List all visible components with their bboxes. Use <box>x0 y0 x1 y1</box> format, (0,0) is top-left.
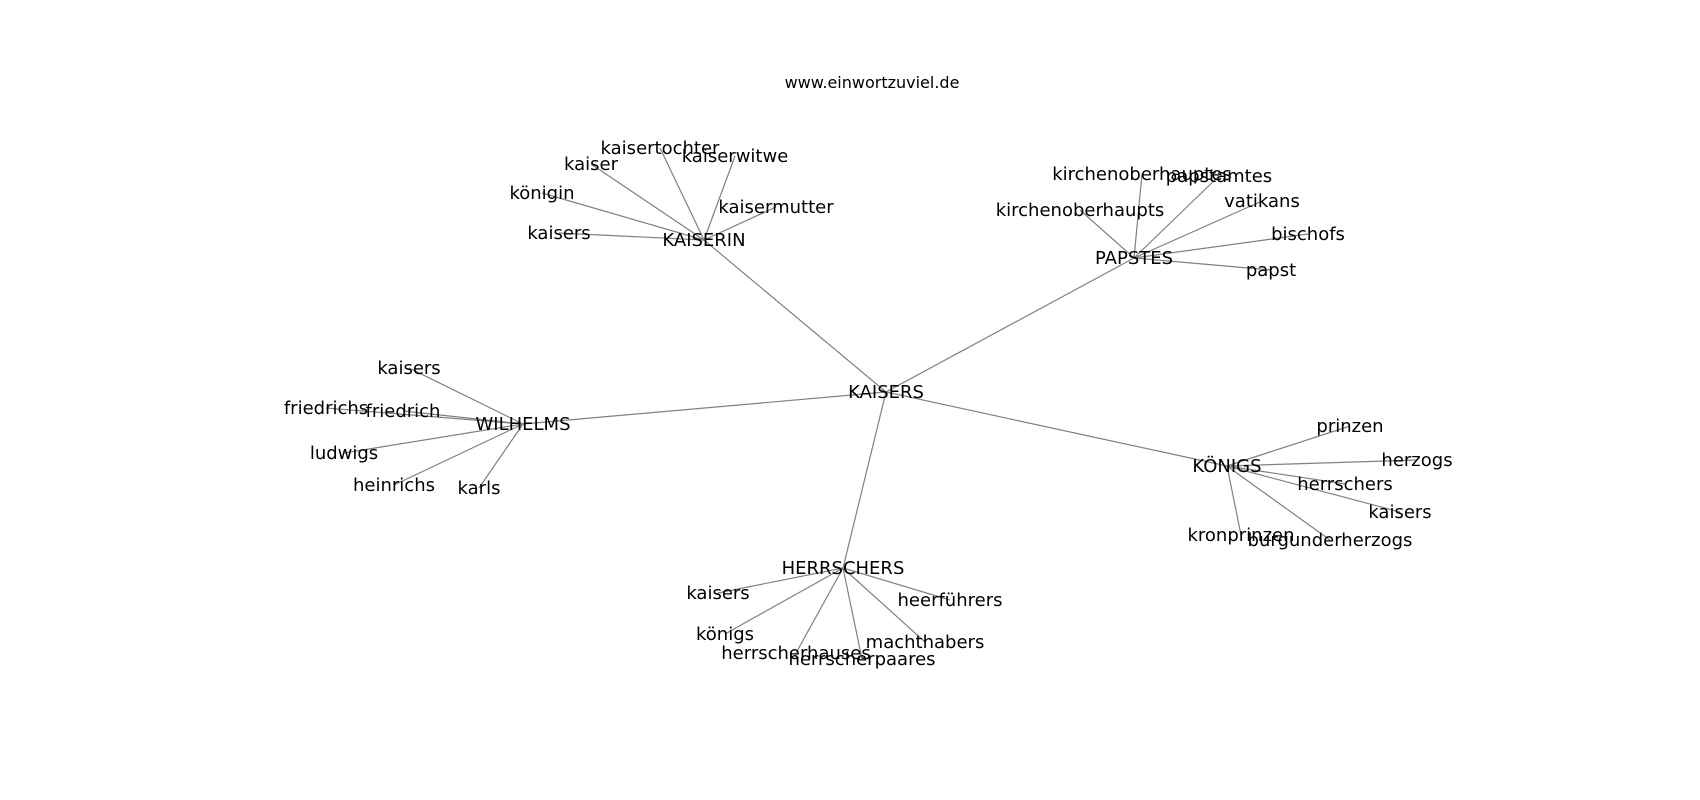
leaf-node-label: kaisertochter <box>601 138 720 159</box>
graph-edge <box>1226 465 1242 536</box>
graph-edge <box>590 163 705 241</box>
graph-edge <box>1226 459 1418 467</box>
graph-edge <box>478 423 524 489</box>
graph-edge <box>1226 465 1331 541</box>
graph-edge <box>885 391 1228 467</box>
leaf-node-label: herzogs <box>1381 450 1452 471</box>
group-node-label-kaiserin: KAISERIN <box>662 230 745 251</box>
leaf-node-label: kirchenoberhaupts <box>996 200 1165 221</box>
leaf-node-label: bischofs <box>1271 224 1345 245</box>
leaf-node-label: herrscherpaares <box>788 649 935 670</box>
group-node-label-wilhelms: WILHELMS <box>475 414 570 435</box>
leaf-node-label: machthabers <box>866 632 985 653</box>
edges-layer <box>325 147 1418 660</box>
site-url-label: www.einwortzuviel.de <box>785 73 960 92</box>
graph-edge <box>343 423 524 454</box>
graph-edge <box>795 567 844 654</box>
leaf-node-label: heinrichs <box>353 475 435 496</box>
leaf-node-label: kaisers <box>377 358 440 379</box>
leaf-node-label: vatikans <box>1224 191 1300 212</box>
leaf-node-label: herrscherhauses <box>721 643 870 664</box>
graph-edge <box>522 391 887 425</box>
leaf-node-label: friedrichs <box>284 398 368 419</box>
graph-edge <box>842 567 951 601</box>
leaf-node-label: prinzen <box>1316 416 1383 437</box>
graph-edge <box>1133 173 1143 259</box>
group-node-label-papstes: PAPSTES <box>1095 248 1173 269</box>
graph-edge <box>703 155 736 241</box>
graph-edge <box>1133 257 1272 271</box>
graph-edge <box>541 192 705 241</box>
leaf-node-label: heerführers <box>898 590 1003 611</box>
leaf-node-label: kirchenoberhauptes <box>1052 164 1232 185</box>
leaf-node-label: ludwigs <box>310 443 378 464</box>
graph-edge <box>842 567 926 643</box>
graph-edge <box>1079 209 1135 259</box>
graph-edge <box>393 423 524 486</box>
graph-edge <box>724 567 844 635</box>
leaf-node-label: kaisermutter <box>718 197 834 218</box>
graph-edge <box>558 232 705 241</box>
leaf-node-label: burgunderherzogs <box>1248 530 1413 551</box>
graph-edge <box>1133 175 1220 259</box>
graph-edge <box>659 147 705 241</box>
group-node-label-herrschers: HERRSCHERS <box>782 558 905 579</box>
leaf-node-label: kaisers <box>527 223 590 244</box>
leaf-node-label: kaisers <box>686 583 749 604</box>
leaf-node-label: königin <box>509 183 574 204</box>
graph-edge <box>408 367 524 425</box>
graph-edge <box>325 407 524 425</box>
leaf-node-label: herrschers <box>1297 474 1393 495</box>
graph-edge <box>703 206 777 241</box>
graph-edge <box>1133 233 1309 259</box>
leaf-node-label: friedrich <box>366 401 441 422</box>
graph-edge <box>1226 425 1351 467</box>
leaf-node-label: kaiserwitwe <box>682 146 789 167</box>
graph-edge <box>885 257 1135 393</box>
center-node-label: KAISERS <box>848 382 924 403</box>
leaf-node-label: kaisers <box>1368 502 1431 523</box>
graph-edge <box>703 239 887 393</box>
leaf-node-label: kronprinzen <box>1187 525 1294 546</box>
leaf-node-label: papst <box>1246 260 1296 281</box>
graph-edge <box>842 391 887 569</box>
leaf-node-label: papstamtes <box>1166 166 1272 187</box>
group-node-label-koenigs: KÖNIGS <box>1192 455 1261 477</box>
graph-edge <box>717 567 844 594</box>
graph-edge <box>1226 465 1401 513</box>
leaf-node-label: karls <box>458 478 501 499</box>
graph-edge <box>842 567 863 660</box>
graph-edge <box>1226 465 1346 485</box>
graph-edge <box>402 410 524 425</box>
leaf-node-label: königs <box>696 624 754 645</box>
leaf-node-label: kaiser <box>564 154 619 175</box>
graph-edge <box>1133 200 1263 259</box>
